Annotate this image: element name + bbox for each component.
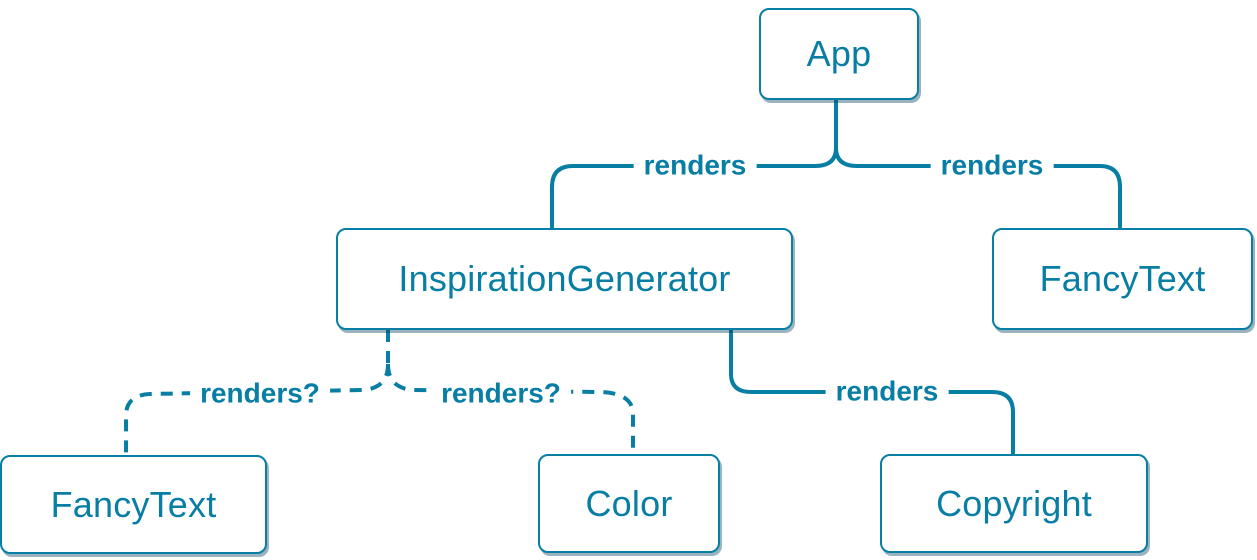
node-fancytext-bottom: FancyText	[0, 455, 267, 554]
node-inspiration-generator: InspirationGenerator	[336, 228, 793, 330]
node-fancytext-bottom-label: FancyText	[50, 483, 217, 525]
edge-label-renders-app-inspiration: renders	[633, 150, 757, 182]
edge-inspirationgenerator-fancytext-conditional	[124, 363, 390, 455]
edge-app-fancytext	[834, 147, 1122, 228]
node-color-label: Color	[585, 482, 673, 524]
edge-app-inspirationgenerator	[550, 147, 838, 228]
node-copyright-label: Copyright	[936, 482, 1092, 524]
node-fancytext-top-label: FancyText	[1039, 258, 1206, 299]
edge-label-renders-app-fancytext: renders	[930, 150, 1054, 182]
node-app: App	[759, 8, 919, 100]
node-app-label: App	[806, 33, 872, 74]
node-inspiration-generator-label: InspirationGenerator	[398, 258, 731, 299]
edge-label-renders-inspiration-copyright: renders	[825, 376, 949, 408]
node-color: Color	[538, 454, 720, 553]
edge-label-renders-conditional-fancytext: renders?	[190, 378, 330, 410]
edge-label-renders-conditional-color: renders?	[431, 378, 571, 410]
node-copyright: Copyright	[880, 454, 1148, 553]
node-fancytext-top: FancyText	[992, 228, 1253, 330]
